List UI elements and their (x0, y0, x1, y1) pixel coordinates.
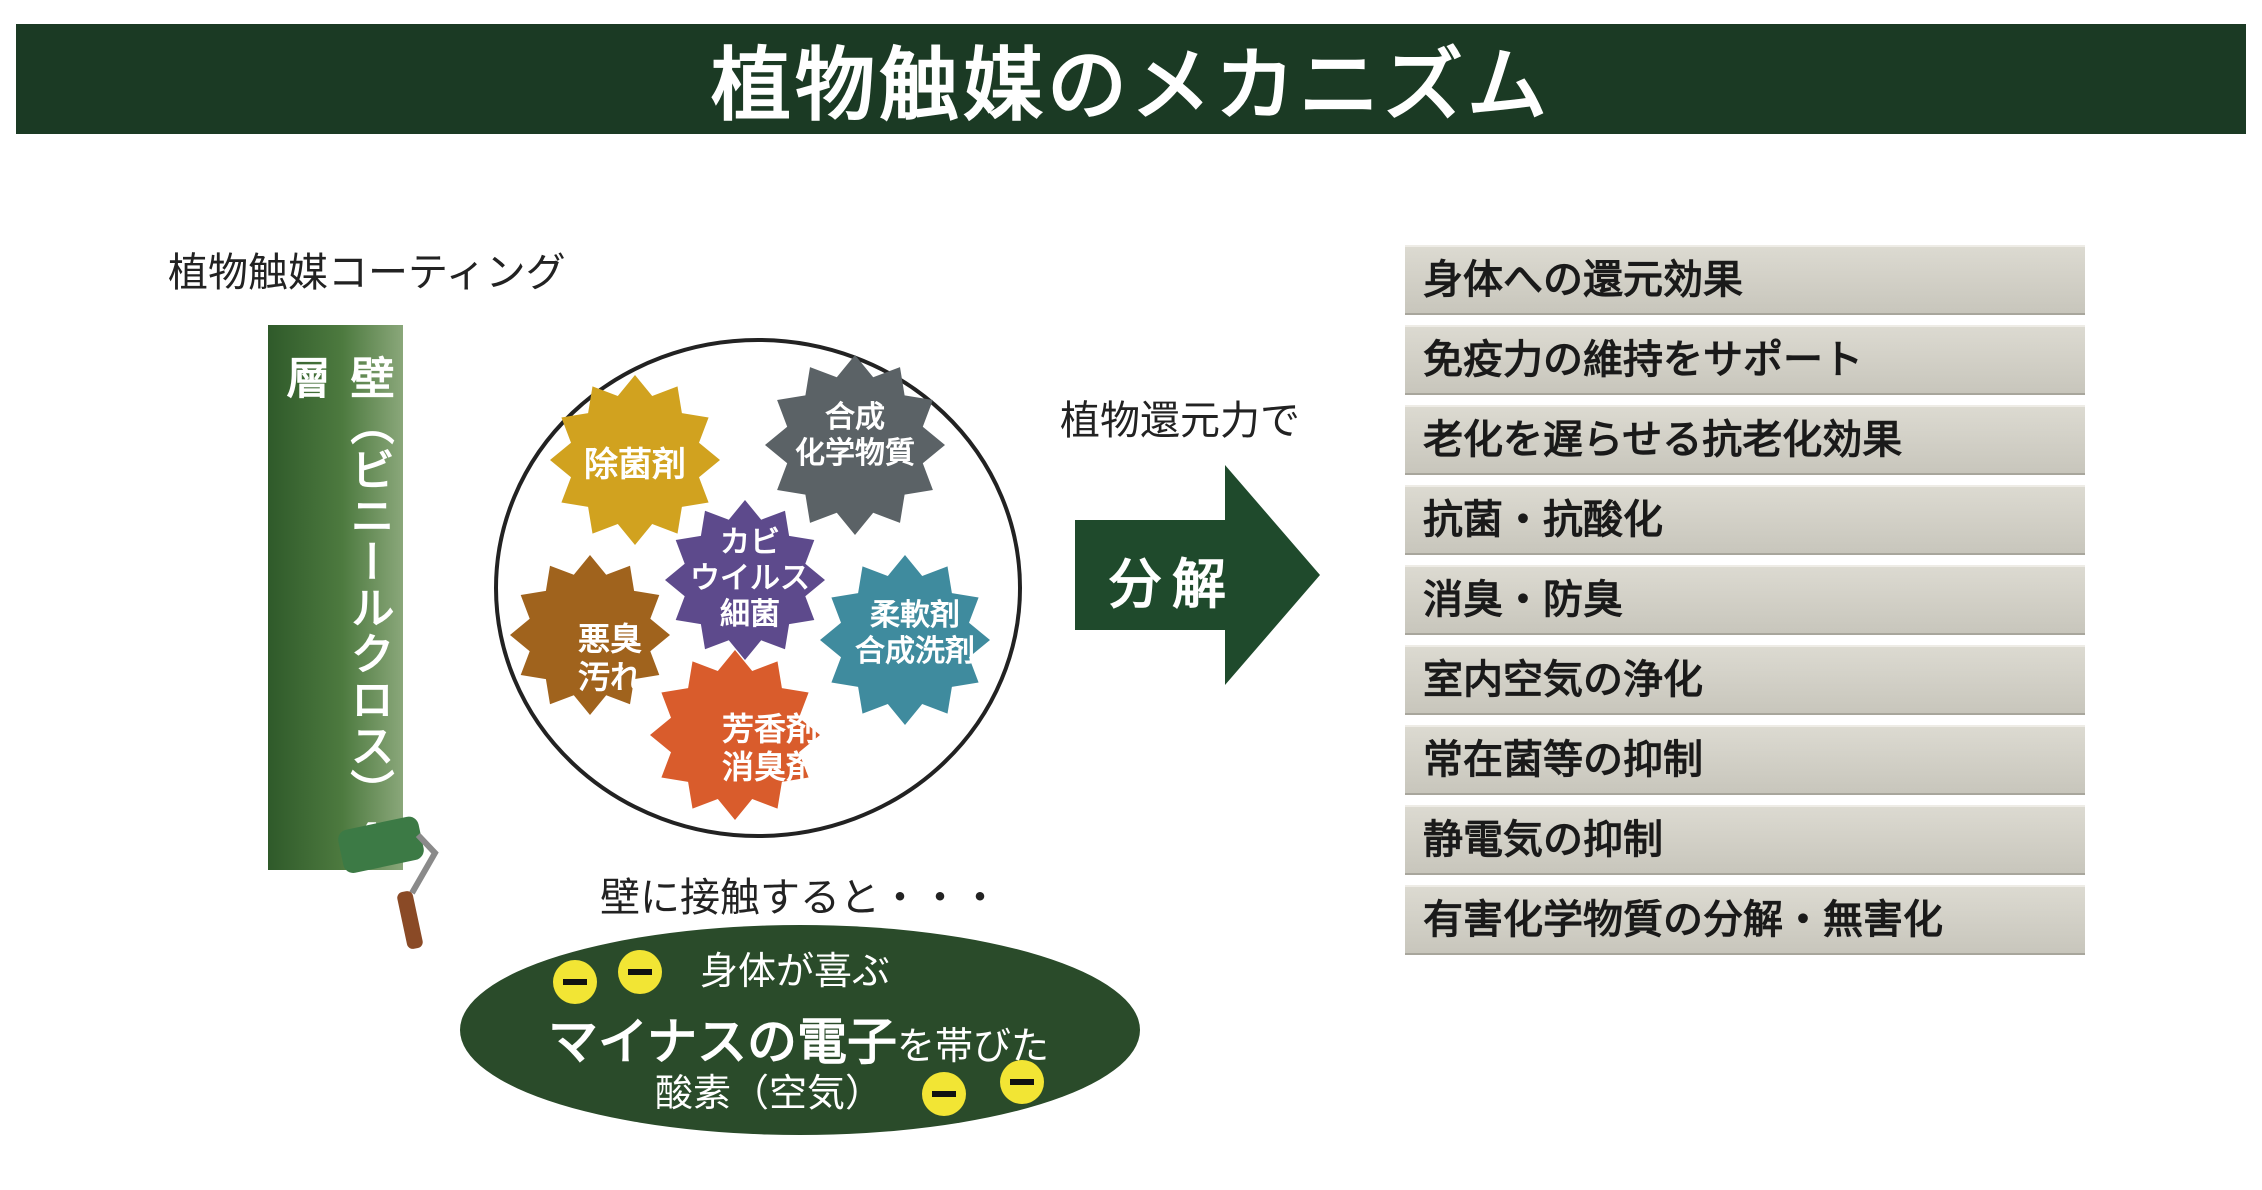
page-title: 植物触媒のメカニズム (711, 21, 1551, 137)
gear-label-odor: 悪臭 汚れ (545, 620, 675, 697)
wall-layer: 壁（ビニールクロス）4層 (268, 325, 403, 870)
reduction-label: 植物還元力で (1060, 388, 1300, 446)
effects-list: 身体への還元効果 免疫力の維持をサポート 老化を遅らせる抗老化効果 抗菌・抗酸化… (1405, 245, 2085, 965)
gear-label-fragrance: 芳香剤 消臭剤 (700, 710, 840, 787)
effect-item: 静電気の抑制 (1405, 805, 2085, 875)
gear-label-sterilizer: 除菌剤 (570, 445, 700, 486)
minus-electron-icon (618, 950, 662, 994)
coating-label: 植物触媒コーティング (168, 240, 566, 298)
oval-line-1: 身体が喜ぶ (700, 940, 890, 995)
effect-item: 老化を遅らせる抗老化効果 (1405, 405, 2085, 475)
gear-label-chemicals: 合成 化学物質 (780, 400, 930, 472)
effect-item: 免疫力の維持をサポート (1405, 325, 2085, 395)
gear-label-mold-virus: カビ ウイルス 細菌 (680, 525, 820, 633)
gear-label-softener: 柔軟剤 合成洗剤 (840, 598, 990, 670)
paint-roller-icon (330, 805, 450, 955)
effect-item: 有害化学物質の分解・無害化 (1405, 885, 2085, 955)
effect-item: 室内空気の浄化 (1405, 645, 2085, 715)
effect-item: 抗菌・抗酸化 (1405, 485, 2085, 555)
oval-line-3: 酸素（空気） (655, 1062, 883, 1117)
minus-electron-icon (1000, 1060, 1044, 1104)
minus-electron-icon (922, 1072, 966, 1116)
contact-label: 壁に接触すると・・・ (600, 865, 1000, 923)
effect-item: 消臭・防臭 (1405, 565, 2085, 635)
wall-label: 壁（ビニールクロス）4層 (272, 355, 400, 870)
minus-electron-icon (553, 960, 597, 1004)
effect-item: 身体への還元効果 (1405, 245, 2085, 315)
effect-item: 常在菌等の抑制 (1405, 725, 2085, 795)
arrow-label: 分解 (1108, 540, 1236, 619)
title-banner: 植物触媒のメカニズム (16, 24, 2246, 134)
